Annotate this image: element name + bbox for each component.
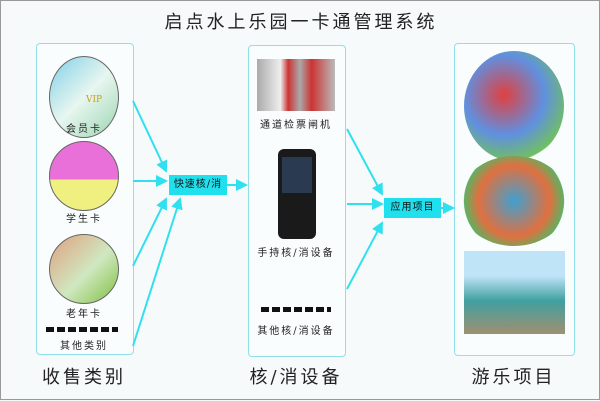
senior-card-image — [49, 234, 119, 304]
senior-card-label: 老年卡 — [66, 309, 102, 320]
member-card-image: VIP — [49, 56, 119, 138]
gate-label: 通道检票闸机 — [260, 120, 332, 131]
arrow — [346, 128, 383, 196]
rides-collage-image — [464, 51, 564, 161]
turnstile-gate-image — [257, 59, 335, 111]
other-device-label: 其他核/消设备 — [257, 326, 335, 337]
arrow — [132, 100, 168, 173]
rides-heading: 游乐项目 — [471, 367, 556, 388]
more-dashes — [46, 327, 118, 332]
page-title: 启点水上乐园一卡通管理系统 — [164, 12, 438, 33]
arrow — [132, 197, 183, 347]
student-card-label: 学生卡 — [66, 214, 102, 225]
arrow — [132, 197, 167, 267]
handheld-label: 手持核/消设备 — [257, 248, 335, 259]
other-category-label: 其他类别 — [60, 341, 108, 352]
water-park-image — [464, 251, 565, 334]
more-dashes — [261, 307, 331, 312]
quick-verify-box: 快速核/消 — [169, 175, 227, 195]
application-box: 应用项目 — [384, 198, 441, 218]
member-card-label: 会员卡 — [66, 124, 102, 135]
rides-collage-image — [459, 156, 569, 246]
handheld-device-image — [278, 149, 316, 239]
sales-heading: 收售类别 — [42, 367, 126, 388]
arrow — [346, 221, 383, 290]
devices-heading: 核/消设备 — [249, 367, 343, 388]
student-card-image — [49, 141, 119, 211]
vip-text: VIP — [86, 95, 103, 105]
